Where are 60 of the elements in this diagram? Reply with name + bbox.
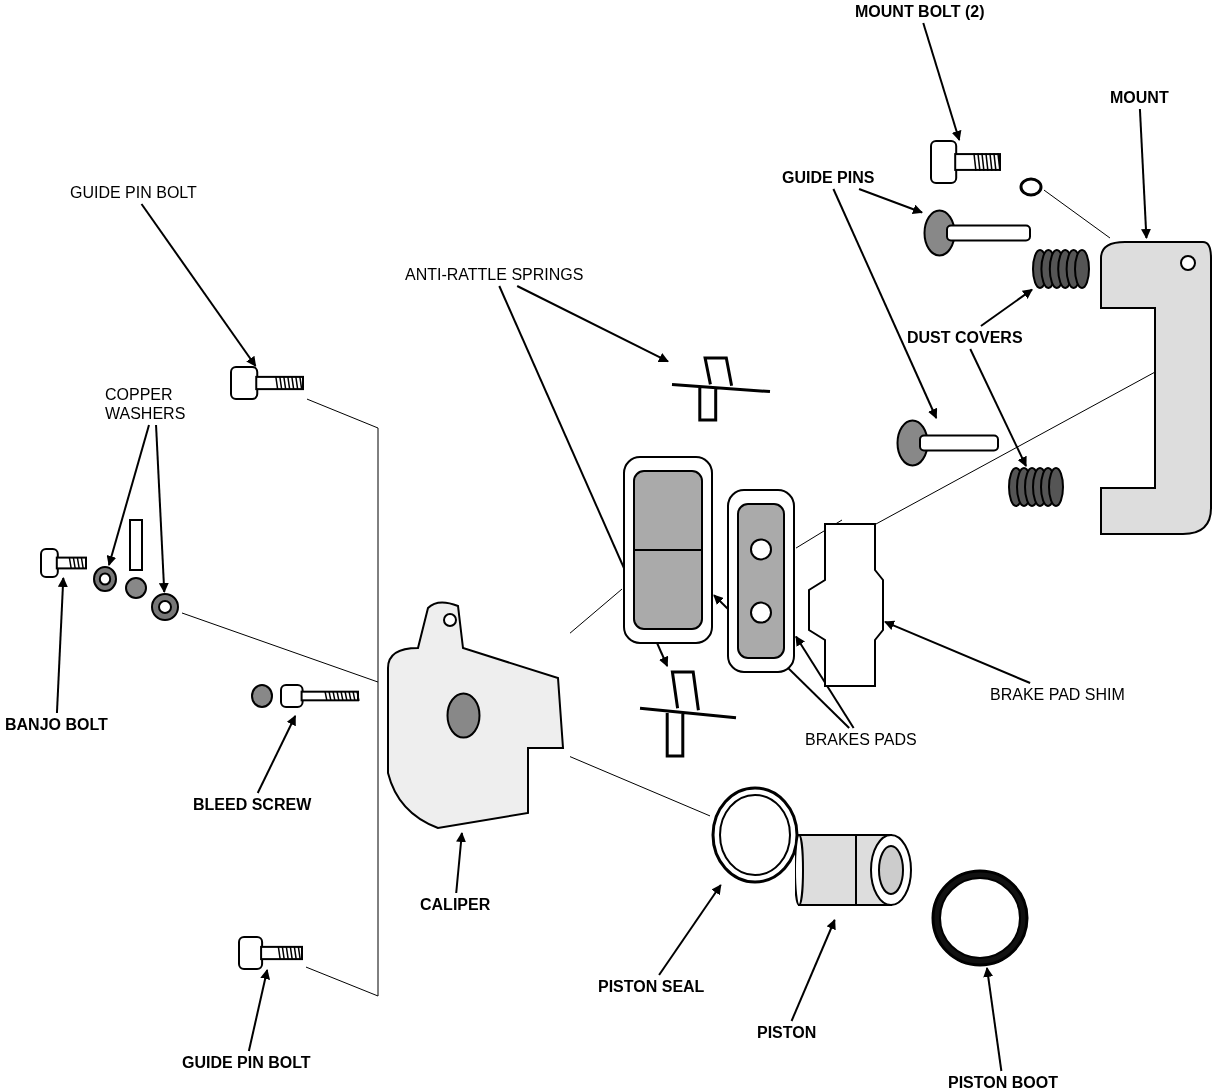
retaining-ring-drawing <box>1018 176 1044 198</box>
alignment-line <box>305 812 379 997</box>
leader-arrow <box>155 424 169 593</box>
leader-arrow <box>884 620 1032 684</box>
alignment-line <box>569 588 623 634</box>
part-label: MOUNT BOLT (2) <box>855 2 985 21</box>
piston-boot-drawing <box>930 868 1030 968</box>
leader-arrow <box>55 577 68 714</box>
part-label: ANTI-RATTLE SPRINGS <box>405 265 584 284</box>
dust-cover-drawing <box>1032 248 1090 290</box>
part-label: BANJO BOLT <box>5 715 108 734</box>
washer-drawing <box>150 592 180 622</box>
part-label: PISTON BOOT <box>948 1073 1058 1092</box>
leader-arrow <box>713 594 851 729</box>
part-label: DUST COVERS <box>907 328 1023 347</box>
bolt-drawing <box>230 366 305 400</box>
leader-arrow <box>658 884 722 976</box>
alignment-line <box>569 756 711 817</box>
bolt-drawing <box>40 548 88 578</box>
leader-arrow <box>979 288 1033 327</box>
leader-arrow <box>256 715 297 794</box>
part-label: GUIDE PIN BOLT <box>70 183 197 202</box>
part-label: BRAKES PADS <box>805 730 917 749</box>
part-label: CALIPER <box>420 895 491 914</box>
part-label: GUIDE PINS <box>782 168 875 187</box>
alignment-line <box>181 612 379 683</box>
leader-arrow <box>832 188 938 419</box>
part-label: COPPER WASHERS <box>105 385 205 423</box>
bolt-drawing <box>238 936 304 970</box>
part-label: PISTON SEAL <box>598 977 705 996</box>
alignment-line <box>795 519 843 549</box>
leader-arrow <box>969 348 1027 467</box>
leader-arrow <box>498 285 669 667</box>
bolt-drawing <box>930 140 1002 184</box>
alignment-line <box>1043 189 1111 239</box>
leader-arrow <box>790 919 836 1022</box>
leader-arrow <box>516 285 669 363</box>
guide-pin-drawing <box>895 418 1000 468</box>
part-label: PISTON <box>757 1023 817 1042</box>
leader-arrow <box>455 832 466 894</box>
part-label: BRAKE PAD SHIM <box>990 685 1125 704</box>
leader-arrow <box>983 967 1003 1072</box>
brake-pad-drawing <box>726 488 796 674</box>
part-label: MOUNT <box>1110 88 1169 107</box>
part-label: GUIDE PIN BOLT <box>182 1053 311 1072</box>
leader-arrow <box>106 424 150 566</box>
leader-arrow <box>922 22 962 141</box>
brake-pad-drawing <box>622 455 714 645</box>
guide-pin-drawing <box>922 208 1032 258</box>
alignment-line <box>306 398 379 814</box>
leader-arrow <box>140 203 257 367</box>
leader-arrow <box>858 188 923 214</box>
dust-cover-drawing <box>1008 466 1064 508</box>
leader-arrow <box>1138 108 1151 239</box>
leader-arrow <box>795 635 855 729</box>
leader-arrow <box>247 969 271 1052</box>
part-label: BLEED SCREW <box>193 795 312 814</box>
alignment-line <box>875 371 1156 525</box>
pad-shim-drawing <box>805 520 885 690</box>
washer-drawing <box>92 565 118 593</box>
